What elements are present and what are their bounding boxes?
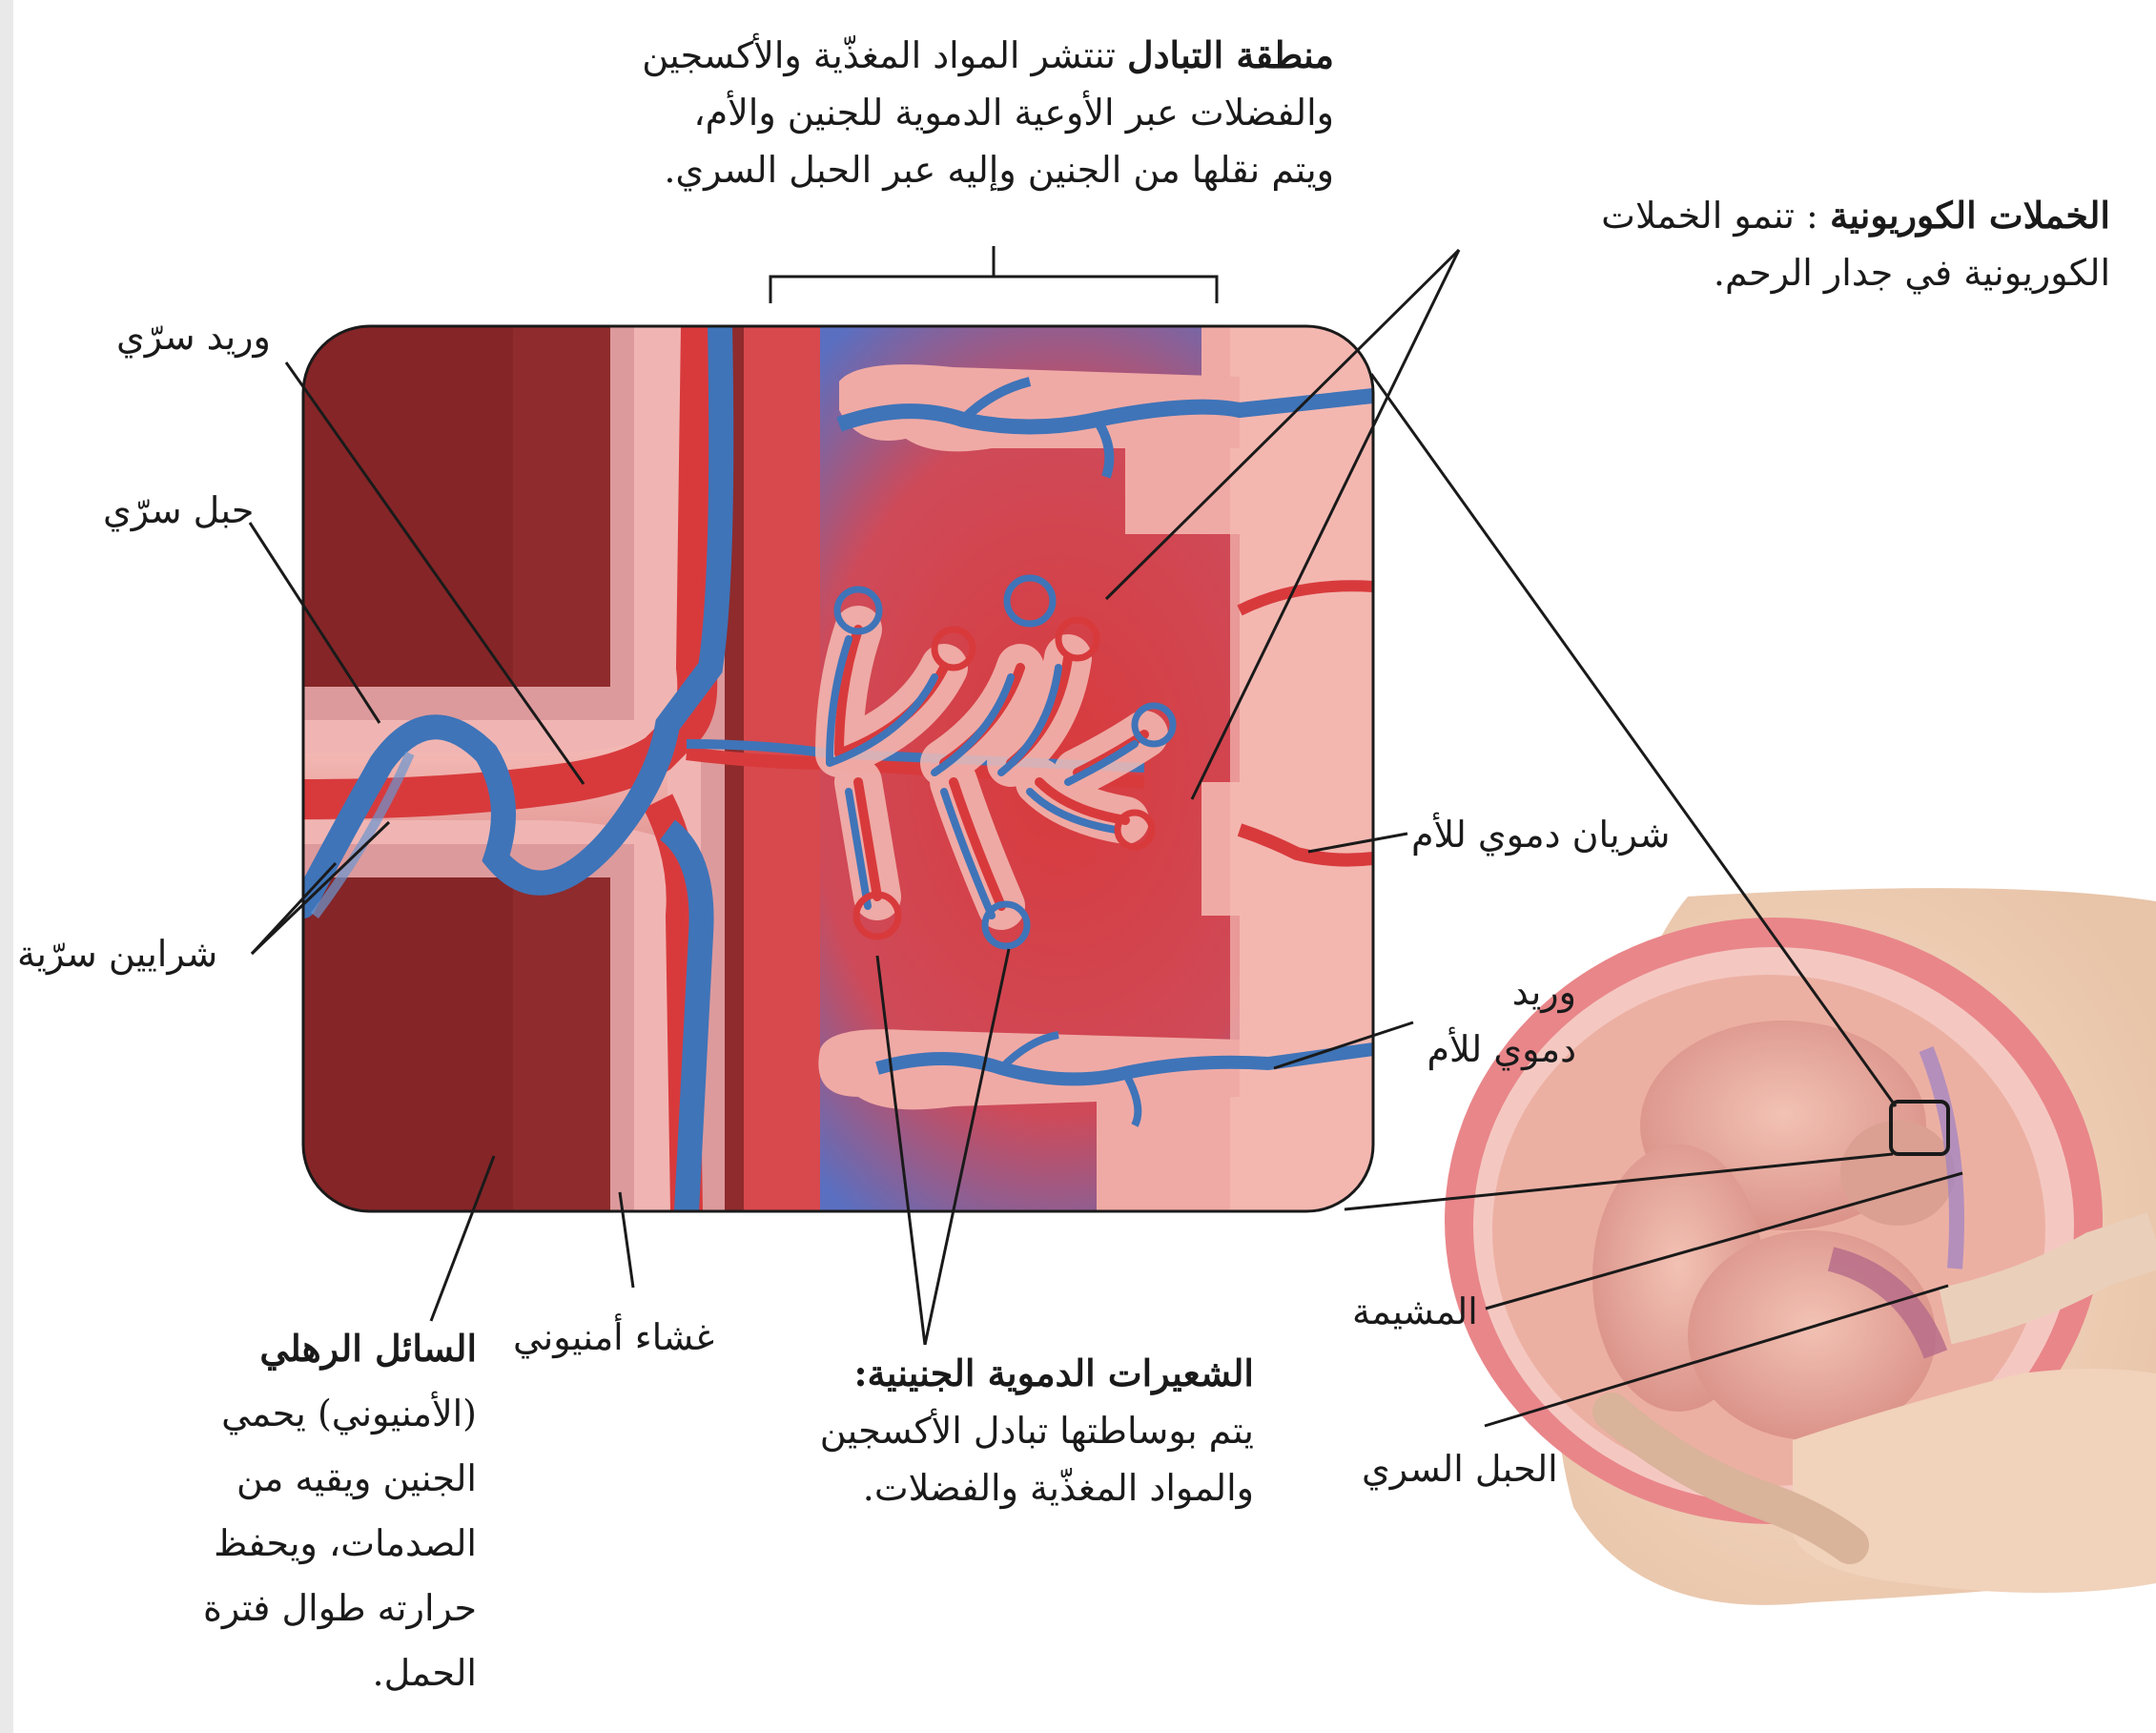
label-umbilical-vein: وريد سرّي xyxy=(116,308,271,365)
umbilical-vein-text: وريد سرّي xyxy=(116,308,271,365)
exchange-zone-line3: ويتم نقلها من الجنين وإليه عبر الحبل الس… xyxy=(571,141,1334,198)
exchange-zone-line2: والفضلات عبر الأوعية الدموية للجنين والأ… xyxy=(571,84,1334,141)
chorionic-villi-title: الخملات الكوريونية xyxy=(1830,194,2110,237)
label-amniotic-fluid: السائل الرهلي (الأمنيوني) يحمي الجنين وي… xyxy=(143,1316,477,1705)
fetal-capillaries-line1: يتم بوساطتها تبادل الأكسجين xyxy=(720,1402,1254,1459)
amniotic-fluid-line5: الحمل. xyxy=(143,1640,477,1705)
amniotic-fluid-title: السائل الرهلي xyxy=(259,1327,477,1370)
maternal-artery-text: شريان دموي للأم xyxy=(1411,806,1670,863)
placenta-text: المشيمة xyxy=(1352,1283,1478,1340)
umbilical-cord-right-text: الحبل السري xyxy=(1362,1440,1558,1497)
amniotic-membrane-text: غشاء أمنيوني xyxy=(513,1309,714,1366)
umbilical-cord-left-text: حبل سرّي xyxy=(103,482,254,539)
label-amniotic-membrane: غشاء أمنيوني xyxy=(513,1309,714,1366)
umbilical-arteries-text: شرايين سرّية xyxy=(17,925,217,982)
maternal-vein-line2: دموي للأم xyxy=(1386,1021,1576,1078)
amniotic-fluid-line4: حرارته طوال فترة xyxy=(143,1576,477,1640)
label-fetal-capillaries: الشعيرات الدموية الجنينية: يتم بوساطتها … xyxy=(720,1345,1254,1516)
label-placenta: المشيمة xyxy=(1352,1283,1478,1340)
chorionic-villi-line2: الكوريونية في جدار الرحم. xyxy=(1462,244,2110,301)
chorionic-villi-line1: : تنمو الخملات xyxy=(1601,195,1818,237)
exchange-zone-line1: تنتشر المواد المغذّية والأكسجين xyxy=(642,34,1116,76)
fetal-capillaries-line2: والمواد المغذّية والفضلات. xyxy=(720,1459,1254,1516)
label-exchange-zone: منطقة التبادل تنتشر المواد المغذّية والأ… xyxy=(571,27,1334,198)
amniotic-fluid-line2: الجنين ويقيه من xyxy=(143,1446,477,1511)
maternal-vein-line1: وريد xyxy=(1386,963,1576,1021)
label-umbilical-cord-right: الحبل السري xyxy=(1362,1440,1558,1497)
label-umbilical-cord-left: حبل سرّي xyxy=(103,482,254,539)
fetal-capillaries-title: الشعيرات الدموية الجنينية: xyxy=(853,1351,1254,1394)
amniotic-fluid-line1: (الأمنيوني) يحمي xyxy=(143,1381,477,1446)
label-maternal-artery: شريان دموي للأم xyxy=(1411,806,1670,863)
label-umbilical-arteries: شرايين سرّية xyxy=(17,925,217,982)
zoomed-exchange-box xyxy=(303,326,1373,1211)
label-chorionic-villi: الخملات الكوريونية : تنمو الخملات الكوري… xyxy=(1462,187,2110,301)
exchange-zone-title: منطقة التبادل xyxy=(1127,33,1334,76)
label-maternal-vein: وريد دموي للأم xyxy=(1386,963,1576,1078)
amniotic-fluid-line3: الصدمات، ويحفظ xyxy=(143,1511,477,1576)
